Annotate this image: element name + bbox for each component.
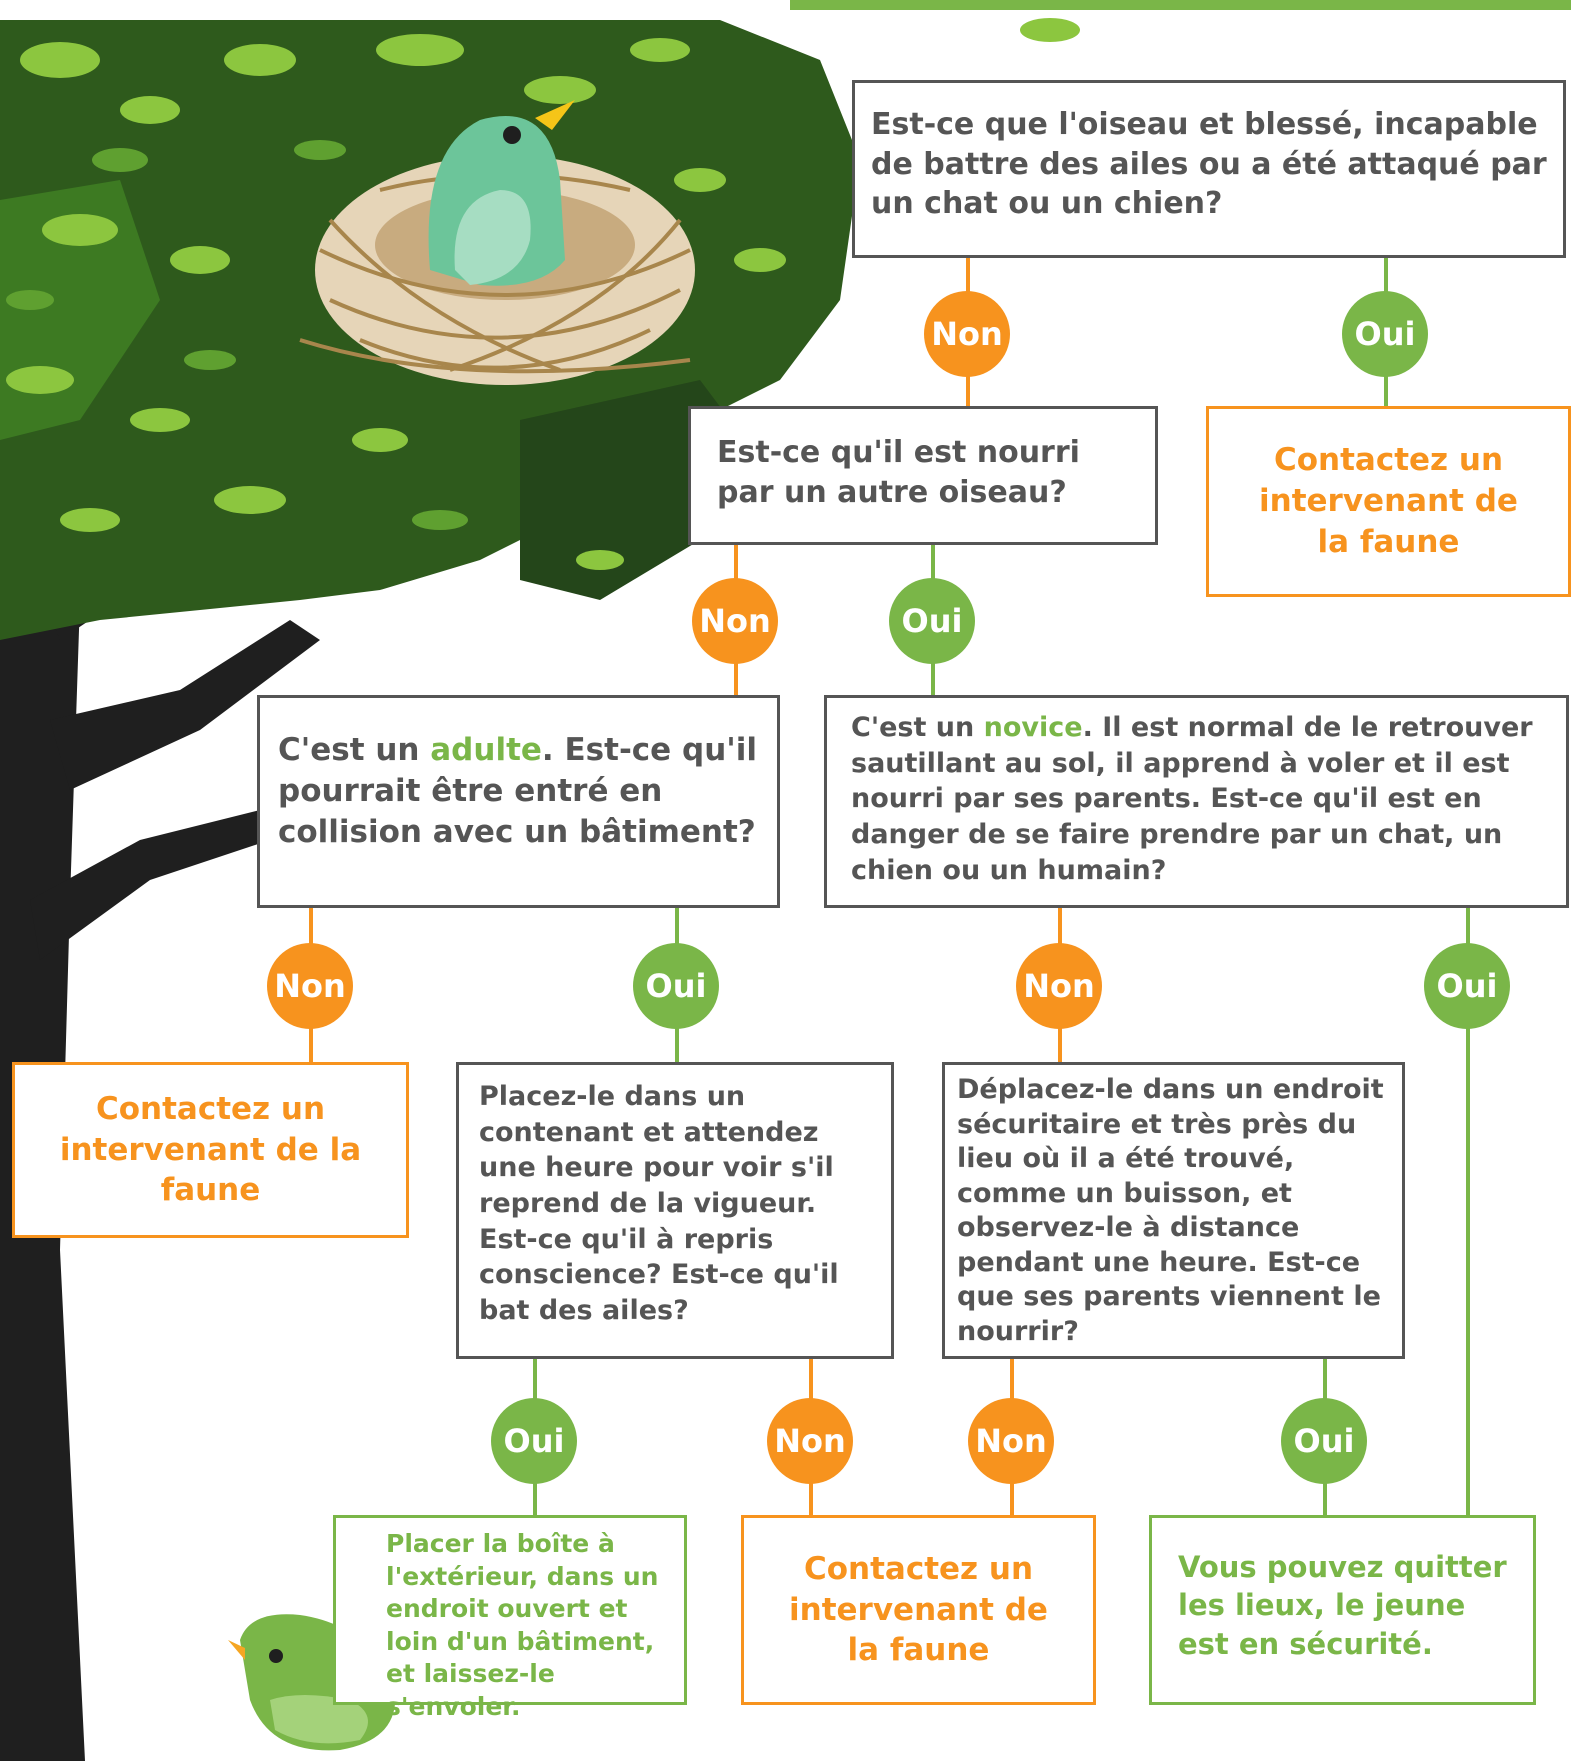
question-adult-collision: C'est un adulte. Est-ce qu'il pourrait ê… (257, 695, 780, 908)
question-text: Déplacez-le dans un endroit sécuritaire … (957, 1074, 1384, 1347)
no-badge: Non (968, 1398, 1054, 1484)
novice-highlight: novice (983, 712, 1083, 743)
action-safe-leave: Vous pouvez quitter les lieux, le jeune … (1149, 1515, 1536, 1705)
yes-badge: Oui (633, 943, 719, 1029)
question-text: Placez-le dans un contenant et attendez … (479, 1081, 839, 1326)
question-injured: Est-ce que l'oiseau et blessé, incapable… (852, 80, 1566, 258)
no-badge: Non (767, 1398, 853, 1484)
action-contact-wildlife-3: Contactez un intervenant de la faune (741, 1515, 1096, 1705)
action-release-outside: Placer la boîte à l'extérieur, dans un e… (333, 1515, 687, 1721)
question-text: Est-ce qu'il est nourri par un autre ois… (717, 435, 1080, 510)
yes-badge: Oui (1424, 943, 1510, 1029)
question-container-wait: Placez-le dans un contenant et attendez … (456, 1062, 894, 1359)
adult-highlight: adulte (430, 732, 542, 768)
question-fledgling-danger: C'est un novice. Il est normal de le ret… (824, 695, 1569, 908)
tree-branch (50, 620, 320, 790)
question-text: Est-ce que l'oiseau et blessé, incapable… (871, 107, 1547, 222)
action-contact-wildlife-1: Contactez un intervenant de la faune (1206, 406, 1571, 597)
no-badge: Non (1016, 943, 1102, 1029)
leaf-highlights (6, 18, 1080, 570)
no-badge: Non (924, 291, 1010, 377)
action-contact-wildlife-2: Contactez un intervenant de la faune (12, 1062, 409, 1238)
yes-badge: Oui (1281, 1398, 1367, 1484)
no-badge: Non (267, 943, 353, 1029)
no-badge: Non (692, 578, 778, 664)
yes-badge: Oui (1342, 291, 1428, 377)
bird-in-nest-icon (428, 100, 575, 286)
question-fed-by-bird: Est-ce qu'il est nourri par un autre ois… (688, 406, 1158, 545)
yes-badge: Oui (889, 578, 975, 664)
yes-badge: Oui (491, 1398, 577, 1484)
connector-line (1466, 906, 1470, 1516)
tree-branch (30, 810, 270, 960)
question-move-observe: Déplacez-le dans un endroit sécuritaire … (942, 1062, 1405, 1359)
